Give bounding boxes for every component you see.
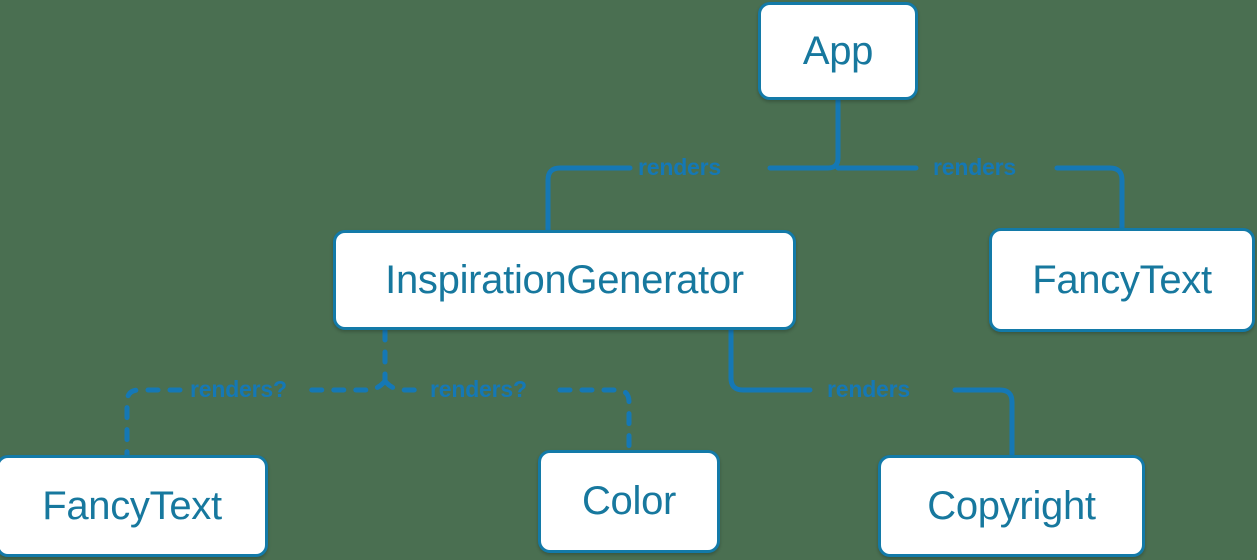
edge-copyright-drop: [952, 387, 1015, 458]
node-fancytext-left[interactable]: FancyText: [0, 455, 268, 557]
node-app[interactable]: App: [758, 2, 918, 100]
edge-label-app-renders-fancytext: renders: [933, 154, 1016, 180]
edge-app-to-inspiration: [545, 165, 633, 233]
edge-label-inspirationgenerator-renders-copyright: renders: [827, 376, 910, 402]
node-app-label: App: [802, 28, 874, 73]
edge-color-drop: [557, 387, 632, 453]
node-copyright-label: Copyright: [927, 483, 1096, 528]
edge-inspiration-to-fancytext-left: [307, 378, 388, 393]
node-fancytext-right-label: FancyText: [1032, 257, 1212, 302]
edge-label-app-renders-inspirationgenerator: renders: [638, 154, 721, 180]
edge-inspiration-to-color: [382, 378, 423, 393]
edge-fancytext-left-drop: [124, 387, 183, 458]
edge-app-stem: [767, 97, 841, 171]
node-color[interactable]: Color: [538, 450, 720, 553]
edge-app-to-fancytext: [1054, 165, 1125, 231]
edge-inspiration-to-copyright: [728, 327, 813, 393]
node-inspiration-generator-label: InspirationGenerator: [385, 257, 744, 302]
edge-label-inspirationgenerator-renders-color: renders?: [430, 376, 527, 402]
edge-label-inspirationgenerator-renders-fancytext: renders?: [190, 376, 287, 402]
node-copyright[interactable]: Copyright: [878, 455, 1145, 557]
node-inspiration-generator[interactable]: InspirationGenerator: [333, 230, 796, 330]
node-fancytext-right[interactable]: FancyText: [989, 228, 1255, 332]
node-fancytext-left-label: FancyText: [42, 483, 222, 528]
node-color-label: Color: [581, 479, 677, 523]
